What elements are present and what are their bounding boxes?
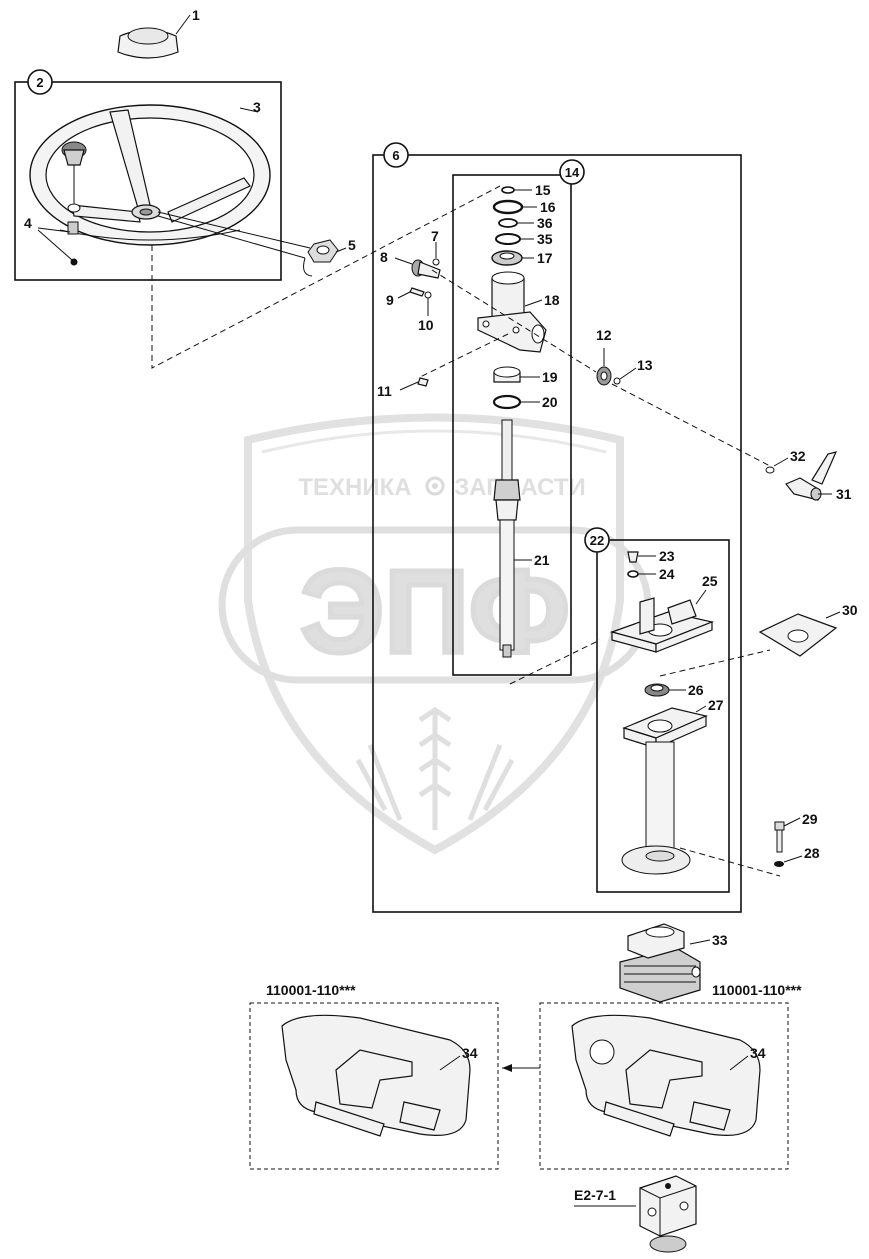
wheat-emblem bbox=[355, 706, 515, 830]
ring-35 bbox=[495, 233, 521, 245]
ring-16 bbox=[492, 199, 524, 215]
pedestal-27 bbox=[621, 707, 708, 875]
callout-23: 23 bbox=[659, 548, 675, 564]
callout-24: 24 bbox=[659, 566, 675, 582]
callout-22: 22 bbox=[590, 533, 604, 548]
callout-35: 35 bbox=[537, 231, 553, 247]
callout-3: 3 bbox=[253, 99, 261, 115]
washer-7 bbox=[432, 258, 440, 266]
rubber-boot-33 bbox=[619, 923, 701, 1003]
variant-box-right bbox=[539, 1002, 789, 1170]
callout-5: 5 bbox=[348, 237, 356, 253]
group-box-pedestal bbox=[596, 539, 730, 893]
washer-24 bbox=[627, 570, 639, 578]
gasket-30 bbox=[758, 613, 838, 657]
callout-28: 28 bbox=[804, 845, 820, 861]
variant-box-left bbox=[249, 1002, 499, 1170]
callout-19: 19 bbox=[542, 369, 558, 385]
group-marker-2 bbox=[27, 69, 53, 95]
callout-32: 32 bbox=[790, 448, 806, 464]
callout-18: 18 bbox=[544, 292, 560, 308]
callout-25: 25 bbox=[702, 573, 718, 589]
group-box-steering-wheel bbox=[14, 81, 282, 281]
reference-label: E2-7-1 bbox=[574, 1187, 616, 1203]
screw-9 bbox=[409, 287, 425, 297]
callout-4: 4 bbox=[24, 215, 32, 231]
group-box-column bbox=[372, 154, 742, 913]
callout-13: 13 bbox=[637, 357, 653, 373]
callout-7: 7 bbox=[431, 228, 439, 244]
callout-21: 21 bbox=[534, 552, 550, 568]
callout-34-right: 34 bbox=[750, 1045, 766, 1061]
column-housing-18 bbox=[477, 271, 547, 353]
group-marker-6 bbox=[383, 142, 409, 168]
bolt-8 bbox=[411, 259, 441, 279]
callout-10: 10 bbox=[418, 317, 434, 333]
watermark-main-text: ЭПФ bbox=[300, 546, 569, 678]
callout-36: 36 bbox=[537, 215, 553, 231]
tilt-lever-31 bbox=[785, 451, 838, 501]
washer-13 bbox=[613, 377, 621, 385]
watermark-text-left: ТЕХНИКА bbox=[298, 474, 411, 501]
bushing-19 bbox=[493, 366, 521, 383]
ring-20 bbox=[492, 394, 522, 410]
bolt-29 bbox=[774, 821, 785, 853]
bearing-26 bbox=[644, 683, 670, 697]
callout-15: 15 bbox=[535, 182, 551, 198]
group-marker-22 bbox=[584, 527, 610, 553]
clip-11 bbox=[417, 377, 429, 387]
callout-2: 2 bbox=[36, 75, 43, 90]
variant-label-left: 110001-110*** bbox=[266, 982, 356, 998]
steering-shaft-21 bbox=[493, 419, 521, 658]
mounting-plate-25 bbox=[610, 597, 715, 653]
spinner-knob bbox=[61, 141, 87, 213]
bearing-17 bbox=[491, 250, 523, 266]
bushing-12 bbox=[596, 366, 612, 386]
washer-32 bbox=[765, 466, 775, 474]
callout-20: 20 bbox=[542, 394, 558, 410]
washer-28 bbox=[774, 861, 784, 867]
washer-10 bbox=[424, 291, 432, 299]
callout-29: 29 bbox=[802, 811, 818, 827]
callout-14: 14 bbox=[565, 165, 580, 180]
variant-label-right: 110001-110*** bbox=[712, 982, 802, 998]
horn-cap bbox=[117, 14, 191, 59]
gear-icon bbox=[425, 476, 445, 496]
callout-11: 11 bbox=[377, 383, 392, 399]
callout-12: 12 bbox=[596, 327, 612, 343]
snap-ring-15 bbox=[501, 186, 515, 194]
callout-1: 1 bbox=[192, 7, 200, 23]
group-box-shaft bbox=[452, 174, 572, 676]
callout-31: 31 bbox=[836, 486, 852, 502]
watermark: ТЕХНИКА ЗАПЧАСТИ ЭПФ bbox=[218, 413, 652, 855]
callout-33: 33 bbox=[712, 932, 728, 948]
hex-nut bbox=[157, 211, 339, 277]
group-marker-14 bbox=[559, 159, 585, 185]
callout-27: 27 bbox=[708, 697, 724, 713]
ring-36 bbox=[498, 218, 518, 228]
callout-8: 8 bbox=[380, 249, 388, 265]
steering-wheel bbox=[29, 104, 271, 246]
callout-16: 16 bbox=[540, 199, 556, 215]
steering-valve bbox=[639, 1175, 697, 1253]
bolt-23 bbox=[627, 551, 639, 563]
callout-26: 26 bbox=[688, 682, 704, 698]
callout-30: 30 bbox=[842, 602, 858, 618]
cover-panel-34-right bbox=[571, 1014, 761, 1137]
callout-6: 6 bbox=[392, 148, 399, 163]
callout-17: 17 bbox=[537, 250, 553, 266]
callout-9: 9 bbox=[386, 292, 394, 308]
callout-34-left: 34 bbox=[462, 1045, 478, 1061]
cover-panel-34-left bbox=[281, 1014, 471, 1137]
